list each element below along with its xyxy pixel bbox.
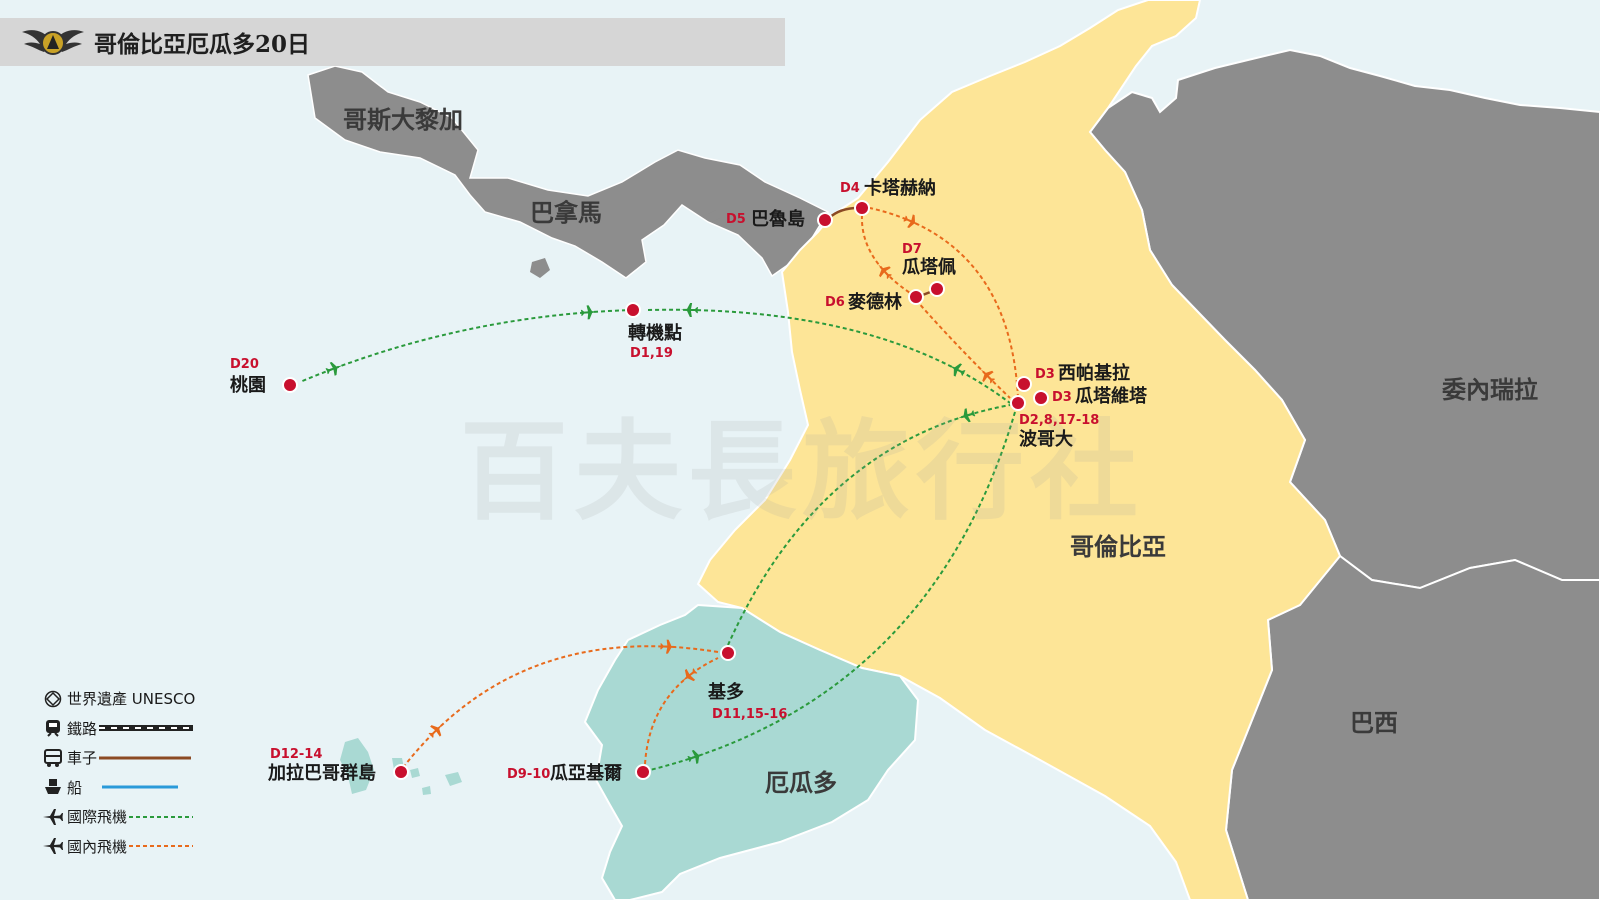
airplane-icon [680,302,699,317]
location-marker-taoyuan[interactable] [282,377,298,393]
domestic-flight-route [869,207,1019,399]
place-label-zipaquira: 西帕基拉 [1058,363,1130,384]
day-label-guatape: D7 [902,242,922,257]
airplane-icon [43,838,63,855]
place-label-guatavita: 瓜塔維塔 [1075,386,1147,407]
international-flight-route [727,404,1011,646]
day-label-baru: D5 [726,212,746,227]
location-marker-quito[interactable] [720,645,736,661]
country-label-colombia: 哥倫比亞 [1070,532,1166,561]
country-label-venezuela: 委內瑞拉 [1442,375,1538,404]
boat-icon [45,779,61,795]
day-label-guatavita: D3 [1052,390,1072,405]
location-marker-zipaquira[interactable] [1016,376,1032,392]
location-marker-guayaquil[interactable] [635,764,651,780]
day-label-medellin: D6 [825,295,845,310]
centurion-wings-logo [22,30,84,55]
legend-row-unesco: 世界遺產 UNESCO [42,684,195,714]
airplane-icon [325,361,343,376]
place-label-baru: 巴魯島 [751,209,805,230]
legend: 世界遺產 UNESCO 鐵路 車子 船 [42,684,195,861]
place-label-quito: 基多 [708,682,744,703]
legend-row-rail: 鐵路 [42,714,195,744]
airplane-icon [878,264,892,280]
day-label-bogota: D2,8,17-18 [1019,413,1100,428]
domestic-flight-route [915,299,1011,399]
place-label-transfer: 轉機點 [628,323,682,344]
airplane-icon [43,808,63,825]
airplane-icon [580,305,599,320]
location-marker-galapagos[interactable] [393,764,409,780]
boat-line-sample [102,785,179,789]
intl-flight-line-sample [129,815,194,818]
unesco-icon [44,690,62,707]
panama-islet [708,210,720,222]
location-marker-cartagena[interactable] [854,200,870,216]
day-label-taoyuan: D20 [230,357,259,372]
country-label-brazil: 巴西 [1350,708,1398,737]
domestic-flight-route [644,657,719,765]
country-label-panama: 巴拿馬 [530,198,602,227]
location-marker-guatape[interactable] [929,281,945,297]
day-label-cartagena: D4 [840,181,860,196]
legend-row-dom-flight: 國內飛機 [42,832,195,862]
place-label-galapagos: 加拉巴哥群島 [268,763,376,784]
airplane-icon [903,214,921,229]
legend-label-unesco: 世界遺產 UNESCO [67,690,196,709]
panama-islet [530,258,550,278]
day-label-zipaquira: D3 [1035,367,1055,382]
legend-label-intl-flight: 國際飛機 [67,808,128,827]
map-title: 哥倫比亞厄瓜多20日 [94,31,311,58]
location-marker-bogota[interactable] [1010,395,1026,411]
rail-line-sample [99,725,194,732]
title-bar: 哥倫比亞厄瓜多20日 [0,18,785,66]
international-flight-route [647,308,1011,404]
airplane-icon [687,749,705,764]
country-label-ecuador: 厄瓜多 [765,768,837,797]
place-label-guatape: 瓜塔佩 [902,257,956,278]
legend-label-car: 車子 [67,749,98,768]
day-label-transfer: D1,19 [630,346,673,361]
day-label-guayaquil: D9-10 [507,767,551,782]
place-label-bogota: 波哥大 [1019,429,1073,450]
watermark: 百夫長旅行社 [460,409,1145,535]
day-label-galapagos: D12-14 [270,747,323,762]
legend-row-boat: 船 [42,773,195,803]
airplane-icon [949,363,966,377]
international-flight-route [649,411,1016,771]
legend-row-car: 車子 [42,743,195,773]
place-label-cartagena: 卡塔赫納 [864,178,936,199]
legend-label-boat: 船 [67,778,83,797]
airplane-icon [980,369,996,384]
ecuador-shape [583,603,920,900]
train-icon [46,720,60,737]
dom-flight-line-sample [129,845,194,848]
legend-label-rail: 鐵路 [67,719,98,738]
bus-icon [44,748,62,767]
costa-rica-panama-shape [307,65,830,279]
airplane-icon [428,723,443,738]
legend-row-intl-flight: 國際飛機 [42,802,195,832]
airplane-icon [682,668,698,682]
location-marker-guatavita[interactable] [1033,390,1049,406]
location-marker-medellin[interactable] [908,289,924,305]
place-label-guayaquil: 瓜亞基爾 [550,763,622,784]
location-marker-transfer[interactable] [625,302,641,318]
place-label-taoyuan: 桃園 [230,375,266,396]
car-line-sample [99,756,192,760]
markers-layer [282,200,1049,780]
location-marker-baru[interactable] [817,212,833,228]
airplane-icon [958,408,976,423]
domestic-flight-route [860,214,914,296]
place-label-medellin: 麥德林 [848,292,902,313]
legend-label-dom-flight: 國內飛機 [67,837,128,856]
day-label-quito: D11,15-16 [712,707,788,722]
routes-layer [299,206,1019,771]
airplane-icon [660,639,678,654]
galapagos-islands [340,738,462,795]
country-label-costa-rica: 哥斯大黎加 [343,105,463,134]
